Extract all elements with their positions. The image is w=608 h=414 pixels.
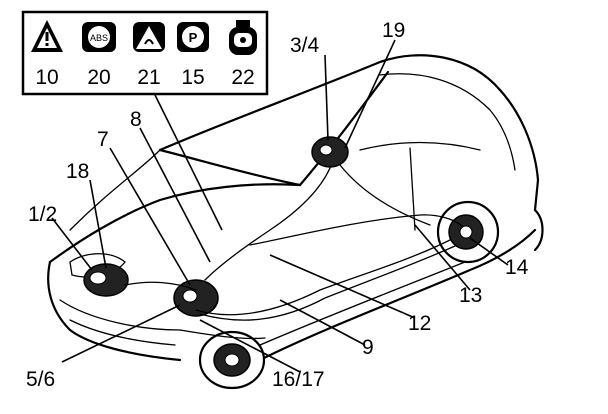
- legend-number-20: 20: [87, 66, 110, 89]
- skid-triangle-icon: [133, 22, 165, 52]
- legend-number-22: 22: [231, 66, 254, 89]
- svg-text:ABS: ABS: [90, 33, 108, 43]
- rear-wheel: [436, 200, 500, 264]
- legend-number-21: 21: [137, 66, 160, 89]
- car-body: [47, 54, 544, 362]
- callout-16-17: 16/17: [272, 368, 325, 391]
- brake-lines: [124, 164, 463, 340]
- legend-number-10: 10: [35, 66, 58, 89]
- callout-5-6: 5/6: [26, 368, 55, 391]
- callout-14: 14: [505, 256, 529, 279]
- leader-lines: [51, 39, 509, 373]
- callout-3-4: 3/4: [290, 34, 320, 57]
- callout-labels: 1/2 18 7 8 3/4 19 14 13 12 9 16/17 5/6: [26, 19, 529, 391]
- rear-brake-unit: [311, 136, 349, 168]
- callout-19: 19: [382, 19, 405, 42]
- callout-18: 18: [66, 160, 89, 183]
- brake-fluid-reservoir-icon: [229, 20, 257, 55]
- master-cylinder: [83, 263, 129, 297]
- legend-box: ABS P 10 20 21 15 22: [21, 10, 269, 96]
- warning-triangle-icon: [31, 20, 63, 52]
- parking-brake-icon: P: [177, 22, 209, 52]
- callout-9: 9: [362, 336, 374, 359]
- callout-12: 12: [408, 312, 431, 335]
- abs-modulator: [173, 279, 219, 317]
- front-wheel: [198, 330, 266, 390]
- abs-lamp-icon: ABS: [82, 22, 116, 52]
- callout-1-2: 1/2: [28, 203, 57, 226]
- legend-number-15: 15: [181, 66, 204, 89]
- callout-7: 7: [97, 128, 109, 151]
- callout-13: 13: [459, 284, 482, 307]
- svg-text:P: P: [189, 30, 198, 45]
- callout-8: 8: [130, 108, 142, 131]
